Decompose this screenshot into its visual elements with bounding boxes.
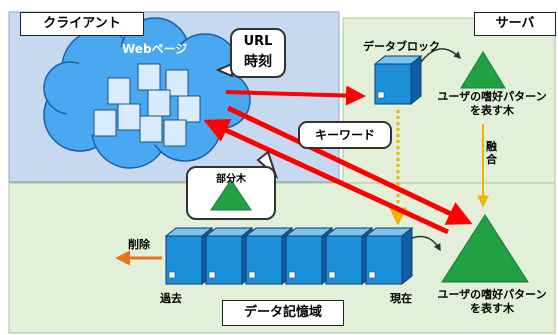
time-label: 時刻 (244, 54, 272, 70)
client-title: クライアント (20, 12, 144, 36)
subtree-callout: 部分木 (186, 166, 276, 220)
webpage-icon (107, 77, 131, 105)
storage-title: データ記憶域 (222, 300, 344, 326)
url-label: URL (243, 34, 273, 49)
datablock-label: データブロック (363, 40, 440, 53)
webpage-icon (93, 109, 117, 137)
webpages-label: Webページ (122, 42, 188, 56)
url-time-arrow (225, 85, 366, 106)
datablock-to-tree-arrow (420, 48, 462, 63)
server-title: サーバ (474, 12, 556, 36)
keyword-arrow (226, 105, 473, 225)
webpage-icon (137, 63, 161, 91)
storage-blocks (164, 226, 414, 286)
server-preference-tree (460, 51, 506, 89)
webpage-icon (139, 115, 163, 143)
webpage-icon (165, 69, 189, 97)
storage-block (364, 226, 414, 286)
keyword-callout: キーワード (298, 121, 392, 149)
past-label: 過去 (160, 292, 182, 305)
merge-label: 融合 (486, 140, 497, 166)
storage-tree-label: ユーザの嗜好パターン を表す木 (428, 288, 556, 316)
storage-tree-line2: を表す木 (470, 302, 514, 315)
server-tree-label: ユーザの嗜好パターン を表す木 (428, 90, 556, 118)
webpage-icon (117, 103, 141, 131)
webpage-icons (93, 63, 201, 147)
subtree-return-arrow (203, 118, 450, 235)
delete-label: 削除 (128, 238, 150, 251)
webpage-icon (177, 95, 201, 123)
subtree-label: 部分木 (216, 174, 246, 185)
server-tree-line2: を表す木 (470, 104, 514, 117)
block-to-tree-arrow (411, 235, 441, 252)
url-time-callout: URL 時刻 (230, 28, 286, 78)
webpage-icon (163, 119, 187, 147)
datablock-cube (373, 54, 423, 106)
subtree-triangle (210, 179, 252, 211)
storage-tree-line1: ユーザの嗜好パターン (437, 288, 547, 301)
webpage-icon (147, 89, 171, 117)
storage-block (284, 226, 334, 286)
storage-preference-tree (441, 214, 529, 283)
server-tree-line1: ユーザの嗜好パターン (437, 90, 547, 103)
present-label: 現在 (390, 292, 412, 305)
